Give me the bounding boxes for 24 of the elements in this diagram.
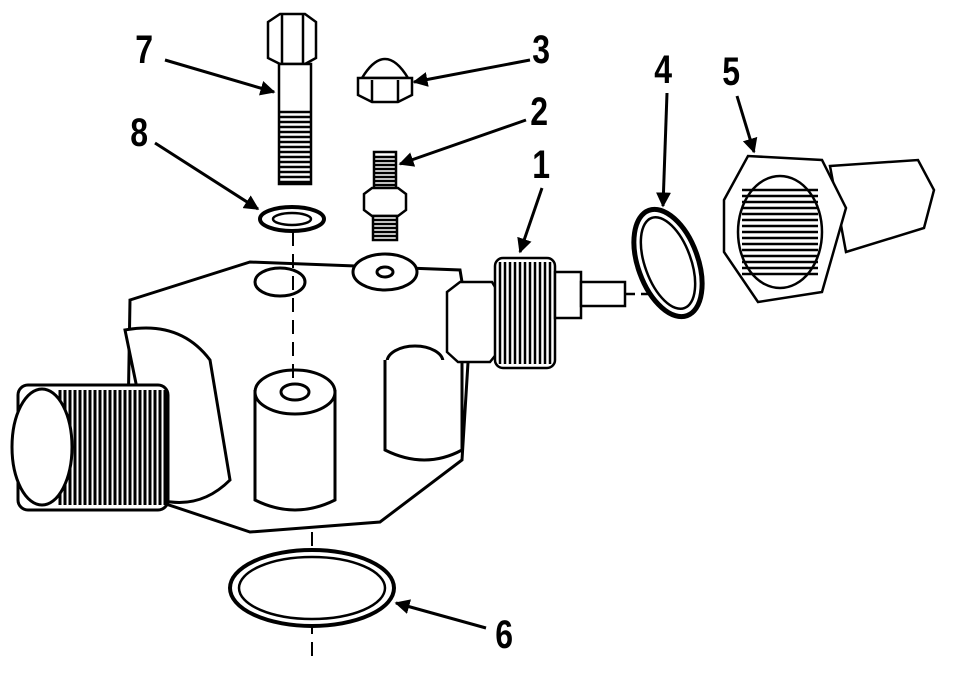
cap-nut-drawing [356, 58, 414, 104]
valve-core-drawing [362, 150, 408, 242]
callout-number: 8 [130, 113, 148, 153]
sealing-ring-drawing [228, 548, 396, 628]
callout-number: 6 [495, 615, 514, 655]
leader-arrow [412, 58, 530, 87]
callout-number: 7 [135, 30, 154, 70]
sealing-ring-drawing [631, 207, 705, 319]
callout-number: 5 [722, 52, 740, 92]
callout-number: 2 [530, 92, 548, 132]
leader-arrow [517, 188, 544, 254]
leader-arrow [398, 118, 526, 167]
leader-arrow [656, 92, 671, 208]
leader-arrow [736, 96, 758, 154]
flare-nut-drawing [722, 154, 936, 304]
washer-drawing [258, 205, 326, 233]
leader-arrow [394, 599, 486, 630]
bolt-drawing [266, 12, 318, 186]
callout-number: 1 [532, 145, 550, 185]
callout-number: 4 [654, 50, 672, 90]
callout-number: 3 [532, 30, 550, 70]
leader-arrow [164, 58, 276, 96]
leader-arrow [154, 142, 260, 210]
threaded-fitting-drawing [446, 256, 650, 370]
